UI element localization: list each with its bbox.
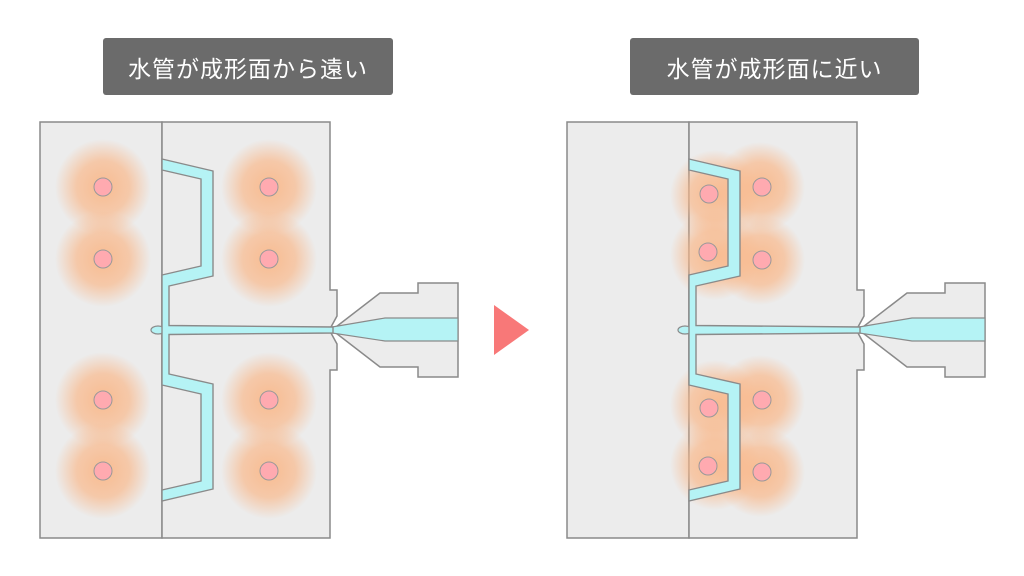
water-pipe [93, 390, 113, 410]
water-pipe [259, 249, 279, 269]
water-pipe [699, 398, 719, 418]
mold-diagram-far [39, 121, 459, 539]
water-pipe [699, 184, 719, 204]
water-pipe [93, 461, 113, 481]
water-pipe [259, 461, 279, 481]
water-pipe [752, 390, 772, 410]
water-pipes [93, 177, 279, 481]
water-pipe [698, 242, 718, 262]
water-pipe [752, 462, 772, 482]
water-pipe [752, 177, 772, 197]
mold-diagram-close [566, 121, 986, 539]
panel-label-close: 水管が成形面に近い [630, 38, 919, 95]
right-triangle-arrow-icon [494, 305, 529, 355]
water-pipe [93, 177, 113, 197]
water-pipe [93, 249, 113, 269]
water-pipe [259, 390, 279, 410]
water-pipe [698, 456, 718, 476]
water-pipes [698, 177, 772, 482]
water-pipe [752, 250, 772, 270]
panel-label-far: 水管が成形面から遠い [103, 38, 393, 95]
water-pipe [259, 177, 279, 197]
